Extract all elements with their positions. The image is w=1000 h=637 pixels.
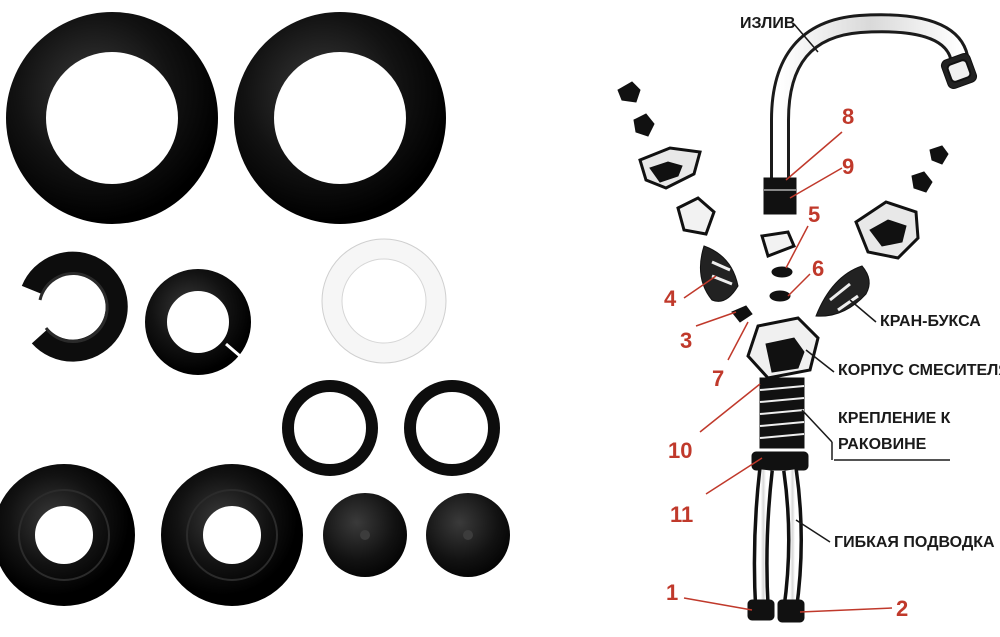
o-ring-left — [282, 380, 378, 476]
leader-lines — [793, 23, 877, 543]
mounting-stud-threads — [759, 385, 805, 439]
leader-spout — [793, 23, 819, 53]
callout-6: 6 — [812, 256, 824, 281]
white-ring-outline-inner — [341, 258, 427, 344]
handle-lever-right-shade — [869, 219, 907, 247]
handle-cap-right-top — [929, 145, 949, 165]
callout-numbers: 8 9 5 6 4 3 7 10 11 1 2 — [664, 104, 908, 621]
lip-seal-right-ridge — [186, 489, 278, 581]
callout-3: 3 — [680, 328, 692, 353]
plug-washer-left-hole — [360, 530, 370, 540]
callout-2: 2 — [896, 596, 908, 621]
gasket-set — [0, 12, 510, 606]
handle-cap-right — [911, 171, 933, 193]
split-ring-inner-highlight — [38, 272, 109, 343]
callout-8: 8 — [842, 104, 854, 129]
white-mark — [225, 342, 241, 358]
callout-leaders — [683, 131, 893, 613]
lip-seal-left-ridge — [18, 489, 110, 581]
white-ring-outline-outer — [321, 238, 447, 364]
large-flat-gasket-left — [6, 12, 218, 224]
washer-3 — [731, 305, 753, 323]
o-ring-right — [404, 380, 500, 476]
large-flat-gasket-right — [234, 12, 446, 224]
mounting-nut — [751, 451, 809, 471]
spout-nut — [763, 177, 797, 215]
label-sink-mount-2: РАКОВИНЕ — [838, 436, 927, 453]
flex-hose-right-sheen — [785, 469, 800, 611]
label-sink-mount-1: КРЕПЛЕНИЕ К — [838, 410, 951, 427]
hose-fitting-right — [777, 599, 805, 623]
spout-highlight — [773, 16, 967, 178]
leader-cartridge — [849, 299, 877, 323]
leader-body — [805, 349, 835, 373]
spout-aerator-face — [946, 59, 972, 83]
label-mixer-body: КОРПУС СМЕСИТЕЛЯ — [838, 362, 1000, 379]
split-ring-gasket — [21, 251, 128, 362]
leader-hose — [795, 519, 831, 543]
label-spout: ИЗЛИВ — [740, 15, 795, 32]
white-ring-gasket — [322, 239, 446, 363]
mixer-exploded-view — [617, 13, 978, 623]
callout-11: 11 — [670, 502, 693, 527]
part-labels: ИЗЛИВ КРАН-БУКСА КОРПУС СМЕСИТЕЛЯ КРЕПЛЕ… — [740, 15, 1000, 551]
callout-9: 9 — [842, 154, 854, 179]
cartridge-top-left — [676, 196, 716, 236]
mixer-body-shade — [765, 337, 805, 373]
label-valve-cartridge: КРАН-БУКСА — [880, 313, 981, 330]
handle-cap-top-left — [617, 81, 641, 103]
thick-ring-gasket — [145, 269, 251, 375]
plug-washer-right-hole — [463, 530, 473, 540]
label-flex-hose: ГИБКАЯ ПОДВОДКА — [834, 534, 995, 551]
valve-seat-5 — [760, 230, 796, 258]
lip-seal-left — [0, 464, 135, 606]
o-ring-6 — [769, 290, 791, 302]
lip-seal-right — [161, 464, 303, 606]
handle-lever-left-shade — [649, 161, 683, 183]
callout-1: 1 — [666, 580, 678, 605]
leader-mount — [801, 409, 833, 443]
callout-4: 4 — [664, 286, 677, 311]
cartridge-right-stripes — [829, 282, 859, 312]
flex-hose-left-sheen — [756, 469, 771, 611]
callout-7: 7 — [712, 366, 724, 391]
callout-10: 10 — [668, 438, 692, 463]
handle-cap-left — [633, 113, 655, 137]
callout-5: 5 — [808, 202, 820, 227]
o-ring-5b — [771, 266, 793, 278]
cartridge-left — [699, 245, 739, 302]
